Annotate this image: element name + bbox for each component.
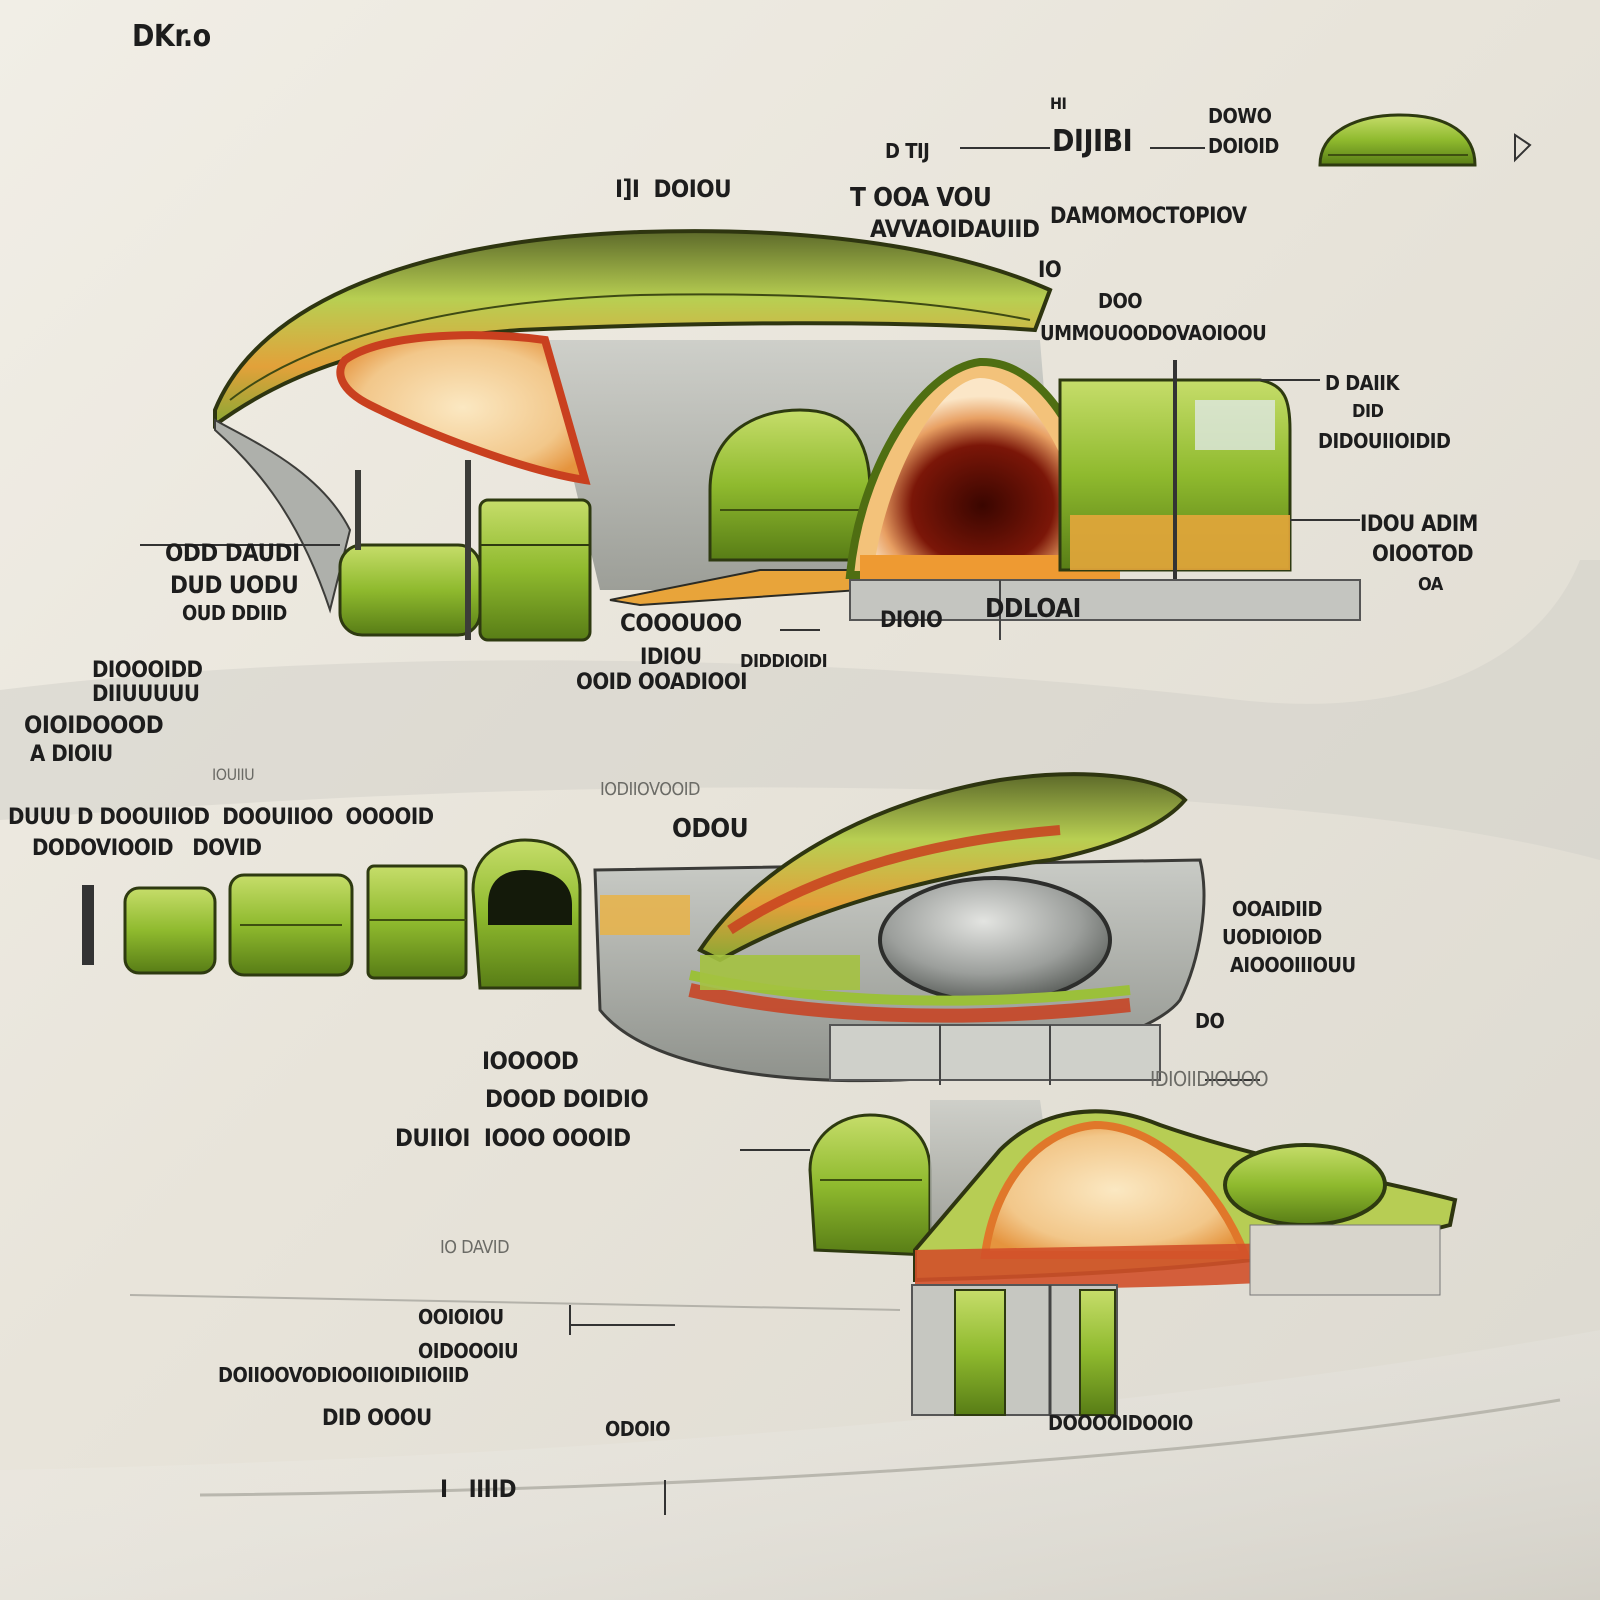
annotation-label: D DAIIK [1325,371,1399,395]
annotation-label: DDLOAI [985,594,1081,624]
annotation-label: I]I DOIOU [615,175,732,203]
annotation-label: DUUU D DOOUIIOD DOOUIIOO OOOOID [8,805,434,830]
annotation-label: DIDDIOIDI [740,651,828,672]
annotation-label: IO [1038,258,1062,283]
annotation-label: DIDOUIIOIDID [1318,429,1451,453]
annotation-label: D TIJ [885,139,930,163]
annotation-label: T OOA VOU [850,183,992,213]
annotation-label: ODOU [672,814,749,844]
annotation-label: OIDOOOIU [418,1339,519,1363]
annotation-label: DUIIOI IOOO OOOID [395,1124,631,1152]
annotation-label: UMMOUOODOVAOIOOU [1040,321,1267,345]
building-section-top [213,229,1361,642]
paper-lower-curl [0,1330,1600,1600]
annotation-label: COOOUOO [620,609,742,637]
module-row [82,838,582,990]
building-section-lower [808,1100,1458,1416]
annotation-label: IDIOIIDIOUOO [1150,1067,1269,1091]
annotation-label: ODD DAUDI [165,539,300,567]
annotation-label: DID [1352,401,1384,422]
annotation-label: HI [1050,94,1067,113]
annotation-label: OOAIDIID [1232,897,1322,921]
annotation-label: DOOD DOIDIO [485,1085,649,1113]
annotation-label: IDOU ADIM [1360,512,1478,537]
leader-lines [129,147,1360,1515]
annotation-label: OUD DDIID [182,601,287,625]
annotation-label: DOIOID [1208,134,1279,158]
annotation-label: IDIOU [640,645,702,670]
annotation-label: OOIOIOU [418,1305,504,1329]
cream-cutaway-top [336,331,591,485]
annotation-label: IODIIOVOOID [600,779,700,800]
cream-cutaway-lower [980,1120,1251,1259]
annotation-label: IOOOOD [482,1047,579,1075]
annotation-label: DO [1195,1009,1225,1033]
annotation-label: IOUIIU [212,765,255,784]
annotation-label: AIOOOIIIOUU [1230,953,1356,977]
annotation-label: DIJIBI [1052,124,1133,159]
annotation-label: AVVAOIDAUIID [870,215,1040,243]
annotation-label: OA [1418,574,1443,595]
annotation-label: DAMOMOCTOPIOV [1050,204,1247,229]
annotation-label: OIOOTOD [1372,542,1474,567]
paper-lower-line [199,1398,1561,1497]
annotation-label: DIOIO [880,608,943,633]
annotation-label: DUD UODU [170,571,299,599]
annotation-label: UODIOIOD [1222,925,1322,949]
annotation-label: DODOVIOOID DOVID [32,836,262,861]
annotation-label: I IIIID [440,1475,517,1503]
annotation-label: DIIUUUUU [92,682,200,707]
annotation-label: DOIIOOVODIOOIIOIDIIOIID [218,1363,469,1387]
pod-sphere [878,876,1112,1004]
annotation-label: DID OOOU [322,1406,432,1431]
annotation-label: ODOIO [605,1417,671,1441]
building-section-middle [593,772,1206,1085]
annotation-label: DIOOOIDD [92,658,203,683]
paper-swoosh-shadow [0,560,1600,860]
sheet-title: DKr.o [132,19,211,54]
annotation-label: OOID OOADIOOI [576,670,748,695]
small-dome-icon [1318,113,1477,167]
annotation-label: OIOIDOOOD [24,711,164,739]
annotation-label: DOO [1098,289,1143,313]
annotation-label: IO DAVID [440,1237,510,1258]
roof-shell-middle [697,772,1188,963]
annotation-label: DOOOOIDOOIO [1048,1411,1193,1435]
annotation-label: A DIOIU [30,742,113,767]
annotation-label: DOWO [1208,104,1272,128]
